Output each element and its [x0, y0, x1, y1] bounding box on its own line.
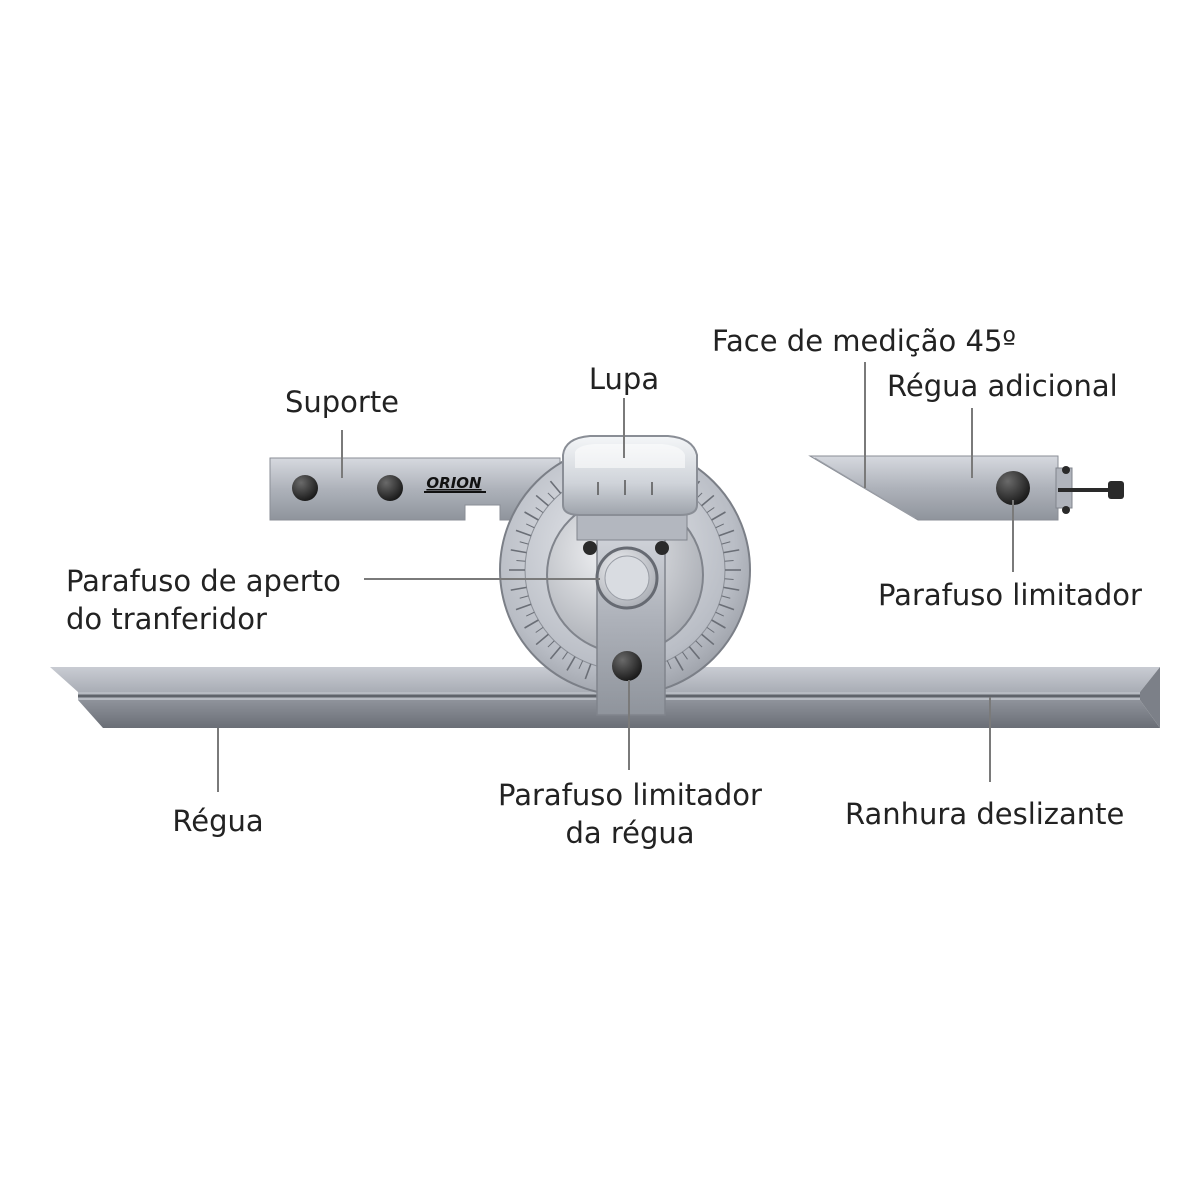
scale-tick: [701, 633, 715, 646]
label-parafuso-limitador-regua: Parafuso limitador da régua: [470, 776, 790, 852]
scale-tick: [688, 646, 701, 660]
scale-tick: [695, 640, 703, 648]
scale-tick: [721, 541, 731, 545]
scale-tick: [549, 480, 562, 494]
scale-tick: [535, 633, 549, 646]
scale-tick: [515, 603, 532, 611]
support-hole-icon: [292, 475, 318, 501]
scale-tick: [721, 595, 731, 599]
scale-tick: [535, 626, 544, 633]
scale-tick: [724, 578, 734, 580]
label-parafuso-aperto-line2: do tranferidor: [66, 602, 267, 636]
support-hole-icon: [377, 475, 403, 501]
scale-tick: [681, 651, 688, 660]
label-parafuso-aperto-line1: Parafuso de aperto: [66, 564, 341, 598]
scale-tick: [706, 626, 715, 633]
scale-tick: [701, 494, 715, 507]
scale-tick: [547, 492, 555, 500]
support-arm: ORION: [269, 457, 561, 521]
label-suporte: Suporte: [284, 385, 400, 419]
scale-tick: [516, 560, 526, 562]
scale-tick: [515, 529, 532, 537]
label-parafuso-limitador-regua-line1: Parafuso limitador: [498, 778, 762, 812]
scale-tick: [566, 656, 576, 671]
scale-tick: [718, 529, 735, 537]
label-face-medicao: Face de medição 45º: [712, 324, 1017, 358]
label-regua: Régua: [172, 804, 264, 838]
ruler-limit-screw-icon: [612, 651, 642, 681]
scale-tick: [584, 663, 592, 680]
scale-tick: [519, 595, 529, 599]
scale-tick: [666, 660, 672, 669]
scale-tick: [526, 523, 535, 529]
scale-tick: [524, 511, 539, 521]
scale-tick: [535, 494, 549, 507]
scale-tick: [723, 549, 740, 554]
scale-tick: [711, 511, 726, 521]
scale-tick: [718, 603, 735, 611]
leader-lines: [217, 362, 1014, 792]
scale-tick: [578, 660, 584, 669]
scale-tick: [547, 640, 555, 648]
scale-tick: [723, 586, 740, 591]
scale-tick: [715, 523, 724, 529]
label-parafuso-limitador-regua-line2: da régua: [565, 816, 695, 850]
orion-logo-text: ORION: [426, 474, 482, 492]
additional-ruler: [808, 455, 1124, 521]
scale-tick: [711, 619, 726, 629]
scale-tick: [524, 619, 539, 629]
label-lupa: Lupa: [588, 362, 660, 396]
scale-tick: [519, 541, 529, 545]
magnifier: [562, 435, 698, 516]
scale-tick: [549, 646, 562, 660]
scale-tick: [724, 560, 734, 562]
scale-tick: [510, 549, 527, 554]
scale-tick: [674, 656, 684, 671]
label-regua-adicional: Régua adicional: [887, 369, 1118, 403]
label-parafuso-limitador: Parafuso limitador: [878, 578, 1142, 612]
scale-tick: [526, 611, 535, 617]
scale-tick: [562, 651, 569, 660]
scale-tick: [510, 586, 527, 591]
scale-tick: [706, 507, 715, 514]
label-parafuso-aperto: Parafuso de aperto do tranferidor: [66, 562, 341, 638]
scale-tick: [715, 611, 724, 617]
scale-tick: [535, 507, 544, 514]
additional-limit-screw-icon: [996, 471, 1030, 505]
label-ranhura: Ranhura deslizante: [845, 797, 1125, 831]
